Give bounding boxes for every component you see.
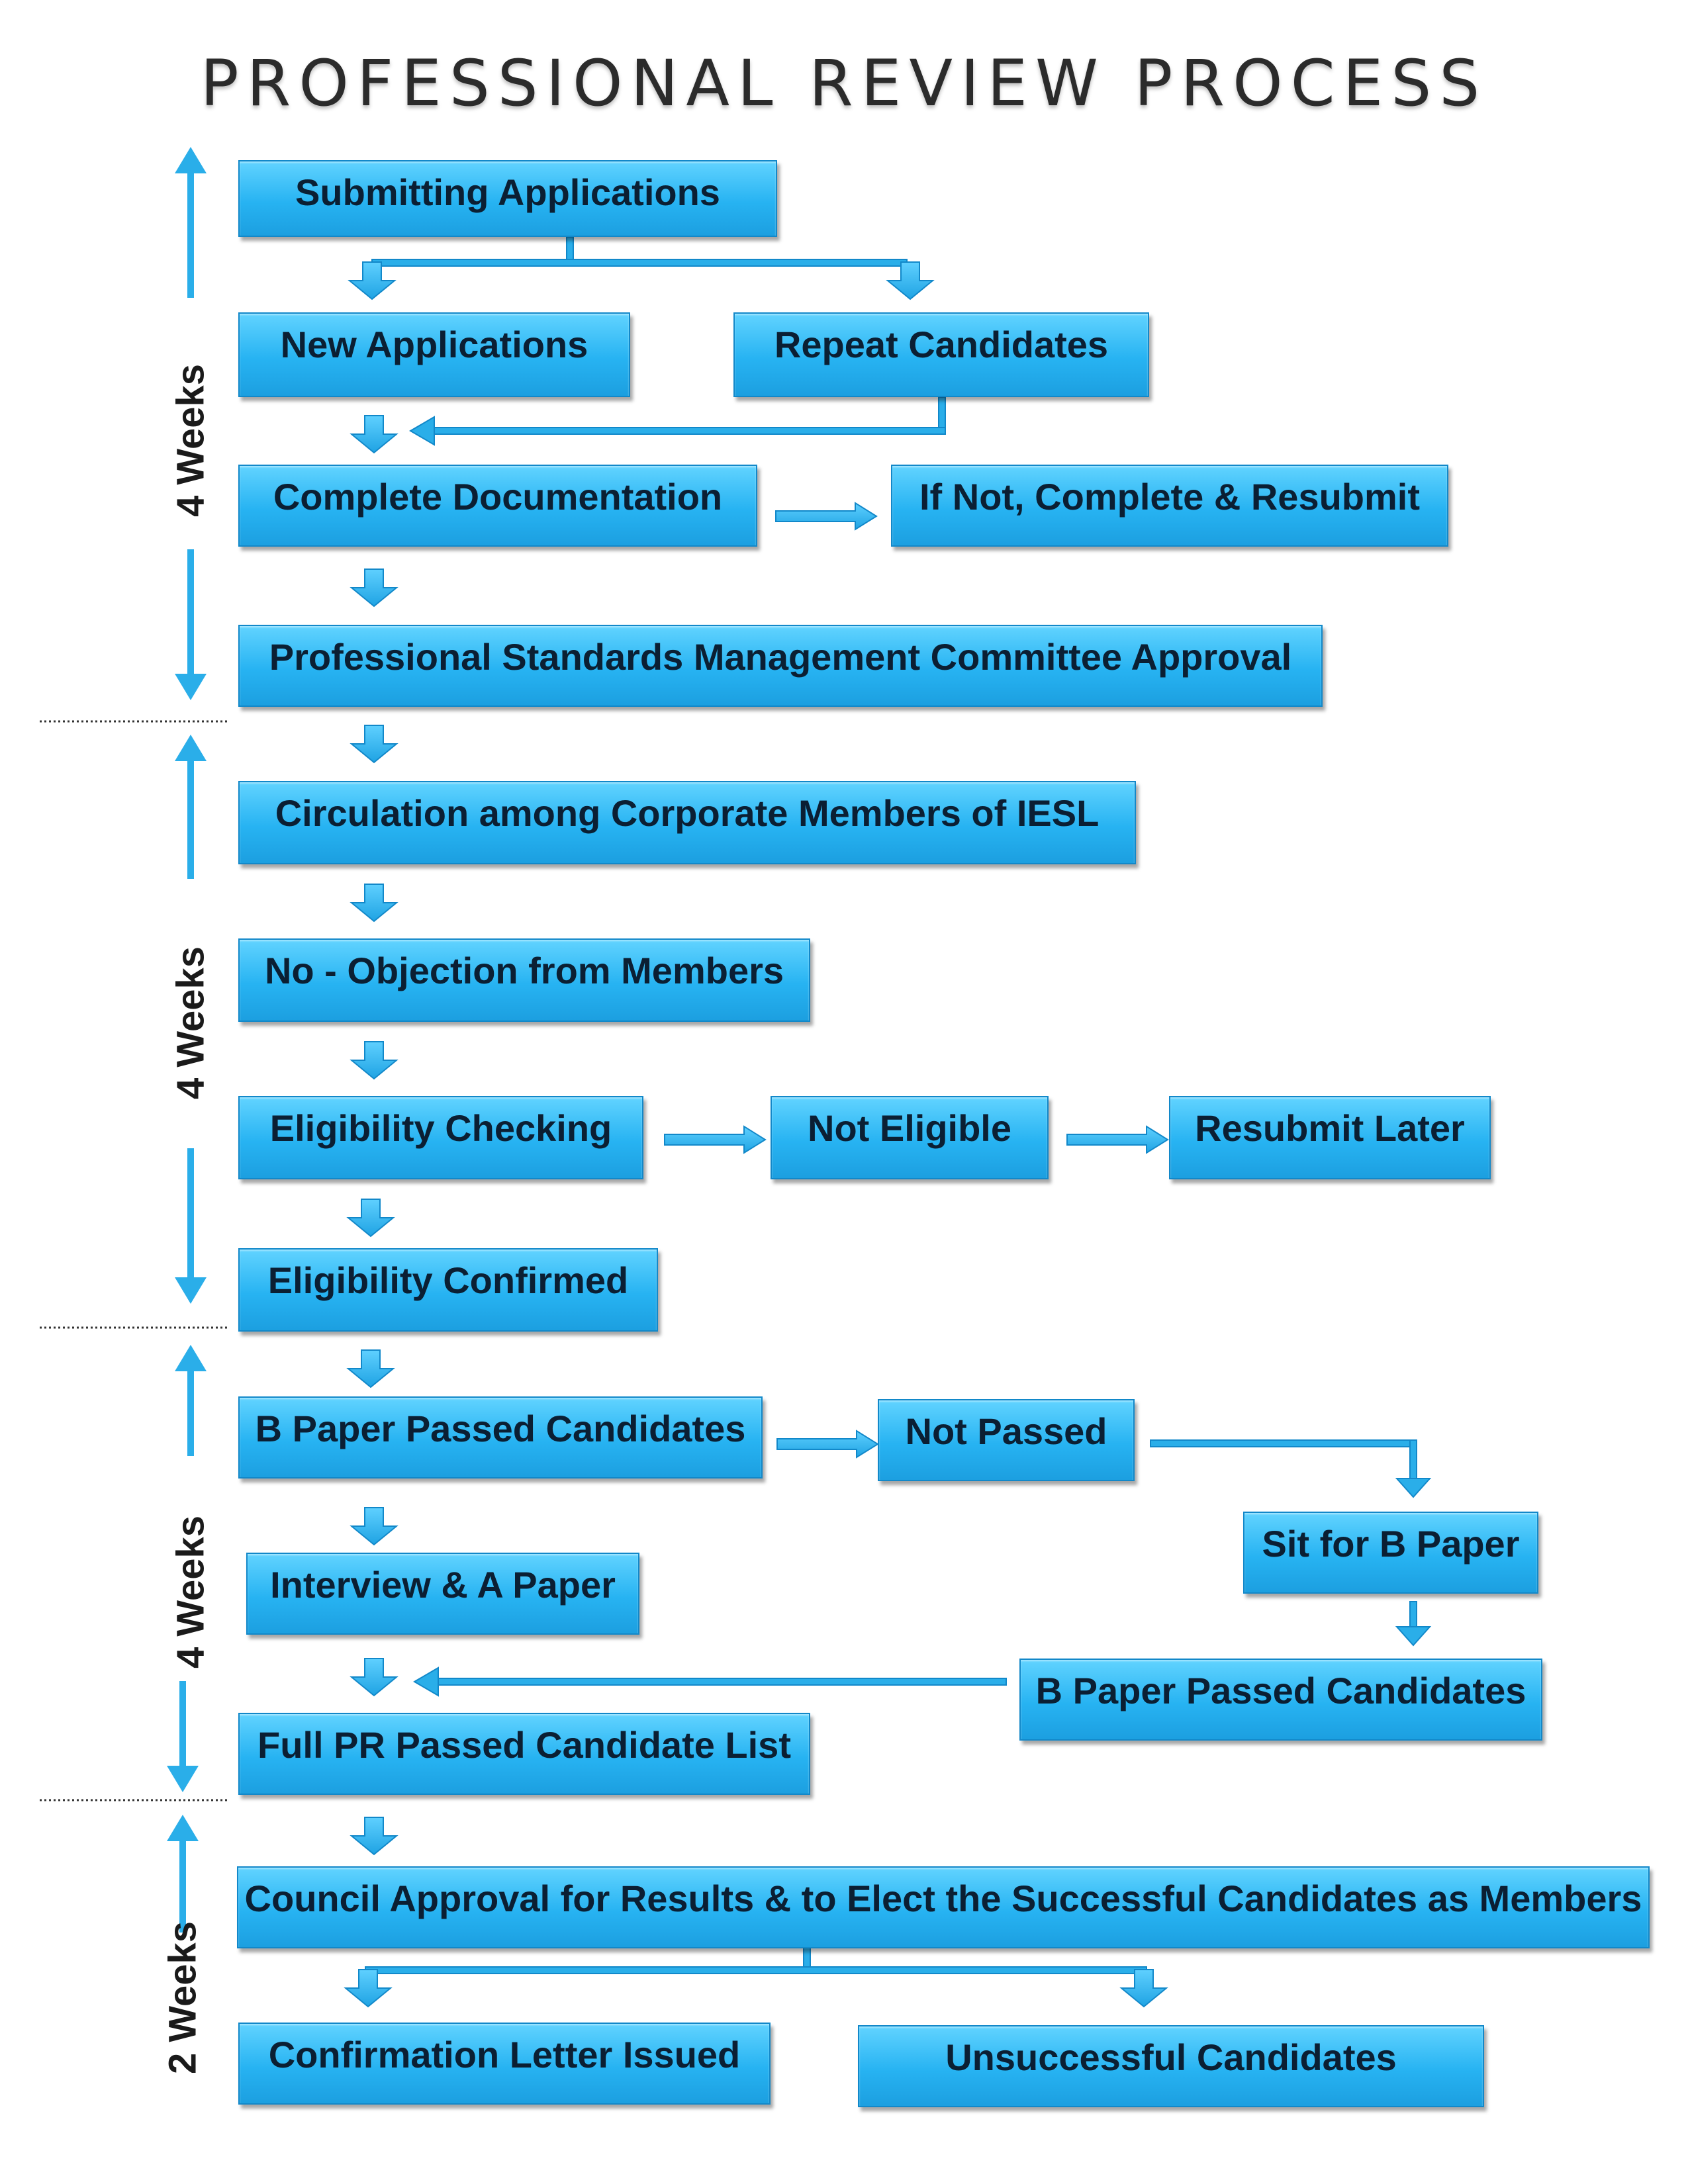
- box-sit-for-b-paper: Sit for B Paper: [1243, 1512, 1538, 1594]
- timeline-arrow-up-2: [187, 760, 194, 879]
- connector-council-branch: [365, 1966, 1147, 1974]
- box-submitting-applications: Submitting Applications: [238, 160, 777, 237]
- arrow-right-not-passed: [776, 1430, 878, 1458]
- page-title: PROFESSIONAL REVIEW PROCESS: [200, 46, 1488, 120]
- box-if-not-complete-resubmit: If Not, Complete & Resubmit: [891, 465, 1448, 547]
- timeline-arrow-down-3: [179, 1681, 186, 1767]
- timeline-label-3: 4 Weeks: [169, 1515, 212, 1669]
- arrow-right-resubmit-later: [1066, 1126, 1168, 1154]
- timeline-arrow-up-4: [179, 1840, 186, 1933]
- box-eligibility-checking: Eligibility Checking: [238, 1096, 643, 1179]
- connector-bpassed2-h: [436, 1678, 1007, 1686]
- connector-bpassed2-arrowhead: [413, 1666, 439, 1697]
- connector-sit-arrowhead: [1395, 1626, 1432, 1647]
- box-new-applications: New Applications: [238, 312, 630, 397]
- box-not-passed: Not Passed: [878, 1399, 1135, 1481]
- arrow-down-council: [351, 1817, 397, 1855]
- arrow-right-not-eligible: [664, 1126, 766, 1154]
- box-resubmit-later: Resubmit Later: [1169, 1096, 1491, 1179]
- arrow-down-circulation: [351, 725, 397, 763]
- box-full-pr-passed-list: Full PR Passed Candidate List: [238, 1713, 810, 1795]
- connector-submit-branch: [371, 259, 908, 267]
- connector-sit-v: [1409, 1601, 1417, 1629]
- box-council-approval: Council Approval for Results & to Elect …: [237, 1866, 1650, 1948]
- timeline-arrow-up-1: [187, 172, 194, 298]
- box-confirmation-letter: Confirmation Letter Issued: [238, 2023, 771, 2105]
- arrow-down-interview: [351, 1507, 397, 1545]
- arrow-down-psmc: [351, 569, 397, 607]
- period-dividers: [40, 720, 228, 1801]
- arrow-down-eligibility: [351, 1041, 397, 1079]
- arrow-down-confirmation: [345, 1969, 391, 2007]
- box-interview-a-paper: Interview & A Paper: [246, 1553, 639, 1635]
- box-no-objection: No - Objection from Members: [238, 938, 810, 1022]
- arrow-right-incomplete: [775, 502, 877, 530]
- timeline-arrowhead-down-2: [175, 1277, 207, 1304]
- box-b-paper-passed-candidates: B Paper Passed Candidates: [238, 1396, 763, 1479]
- box-unsuccessful-candidates: Unsuccessful Candidates: [858, 2025, 1484, 2107]
- arrow-down-repeat: [887, 261, 933, 300]
- timeline-label-1: 4 Weeks: [169, 363, 212, 518]
- box-eligibility-confirmed: Eligibility Confirmed: [238, 1248, 658, 1332]
- box-psmc-approval: Professional Standards Management Commit…: [238, 625, 1323, 707]
- box-b-paper-passed-candidates-2: B Paper Passed Candidates: [1019, 1659, 1542, 1741]
- arrow-down-new-apps: [349, 261, 395, 300]
- connector-repeat-arrowhead: [409, 416, 435, 446]
- timeline-arrow-down-2: [187, 1148, 194, 1281]
- box-repeat-candidates: Repeat Candidates: [733, 312, 1149, 397]
- arrow-down-full-pr: [351, 1658, 397, 1696]
- connector-notpassed-h: [1150, 1439, 1417, 1447]
- arrow-down-no-objection: [351, 884, 397, 922]
- timeline-arrowhead-up-4: [167, 1815, 199, 1841]
- timeline-arrows: [167, 147, 207, 1933]
- arrow-down-b-paper: [348, 1349, 394, 1388]
- arrow-down-unsuccessful: [1121, 1969, 1167, 2007]
- box-complete-documentation: Complete Documentation: [238, 465, 757, 547]
- connector-repeat-branch: [430, 427, 946, 435]
- timeline-label-4: 2 Weeks: [161, 1921, 205, 2075]
- timeline-arrow-down-1: [187, 549, 194, 675]
- timeline-arrowhead-down-1: [175, 674, 207, 700]
- arrow-down-complete-doc: [351, 415, 397, 453]
- box-not-eligible: Not Eligible: [771, 1096, 1049, 1179]
- timeline-arrowhead-up-2: [175, 735, 207, 761]
- connector-notpassed-arrowhead: [1395, 1478, 1432, 1498]
- timeline-arrowhead-up-3: [175, 1345, 207, 1371]
- flow-lines: [365, 236, 1432, 1974]
- timeline-arrowhead-down-3: [167, 1766, 199, 1792]
- arrow-down-confirmed: [348, 1199, 394, 1237]
- box-circulation: Circulation among Corporate Members of I…: [238, 781, 1136, 864]
- connector-notpassed-v: [1409, 1439, 1417, 1480]
- timeline-label-2: 4 Weeks: [169, 946, 212, 1100]
- timeline-arrow-up-3: [187, 1370, 194, 1456]
- timeline-arrowhead-up-1: [175, 147, 207, 173]
